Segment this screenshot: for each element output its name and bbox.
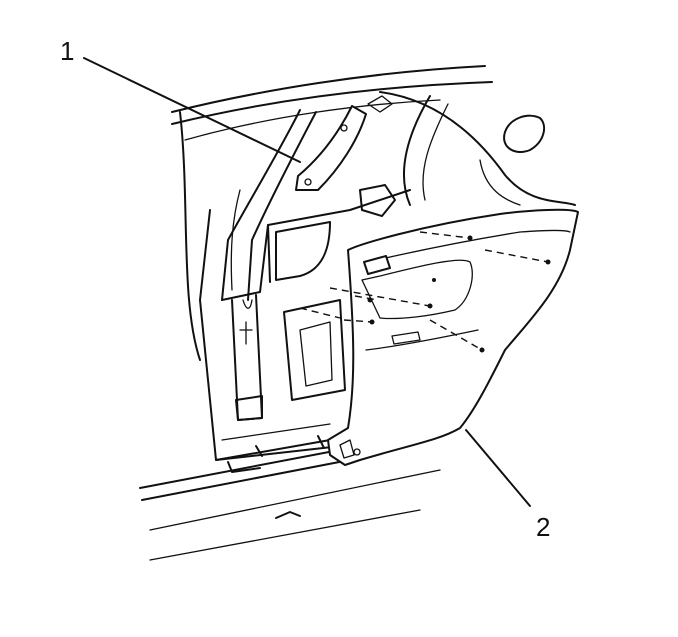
inner-quarter-panel [199,184,411,461]
rocker-sill [139,435,441,561]
roof-lines [171,65,493,361]
callout-2: 2 [536,512,550,542]
leader-lines [83,57,531,507]
leader-line-1 [83,57,301,163]
fastener-alignment-lines [299,231,551,353]
rear-quarter-opening [379,91,576,206]
leader-line-2 [465,429,531,507]
callout-1: 1 [60,36,74,66]
upper-trim-molding [295,95,393,191]
pillar-structure [221,109,317,301]
quarter-trim-panel [327,208,579,466]
rear-lamp-lens [503,114,546,153]
